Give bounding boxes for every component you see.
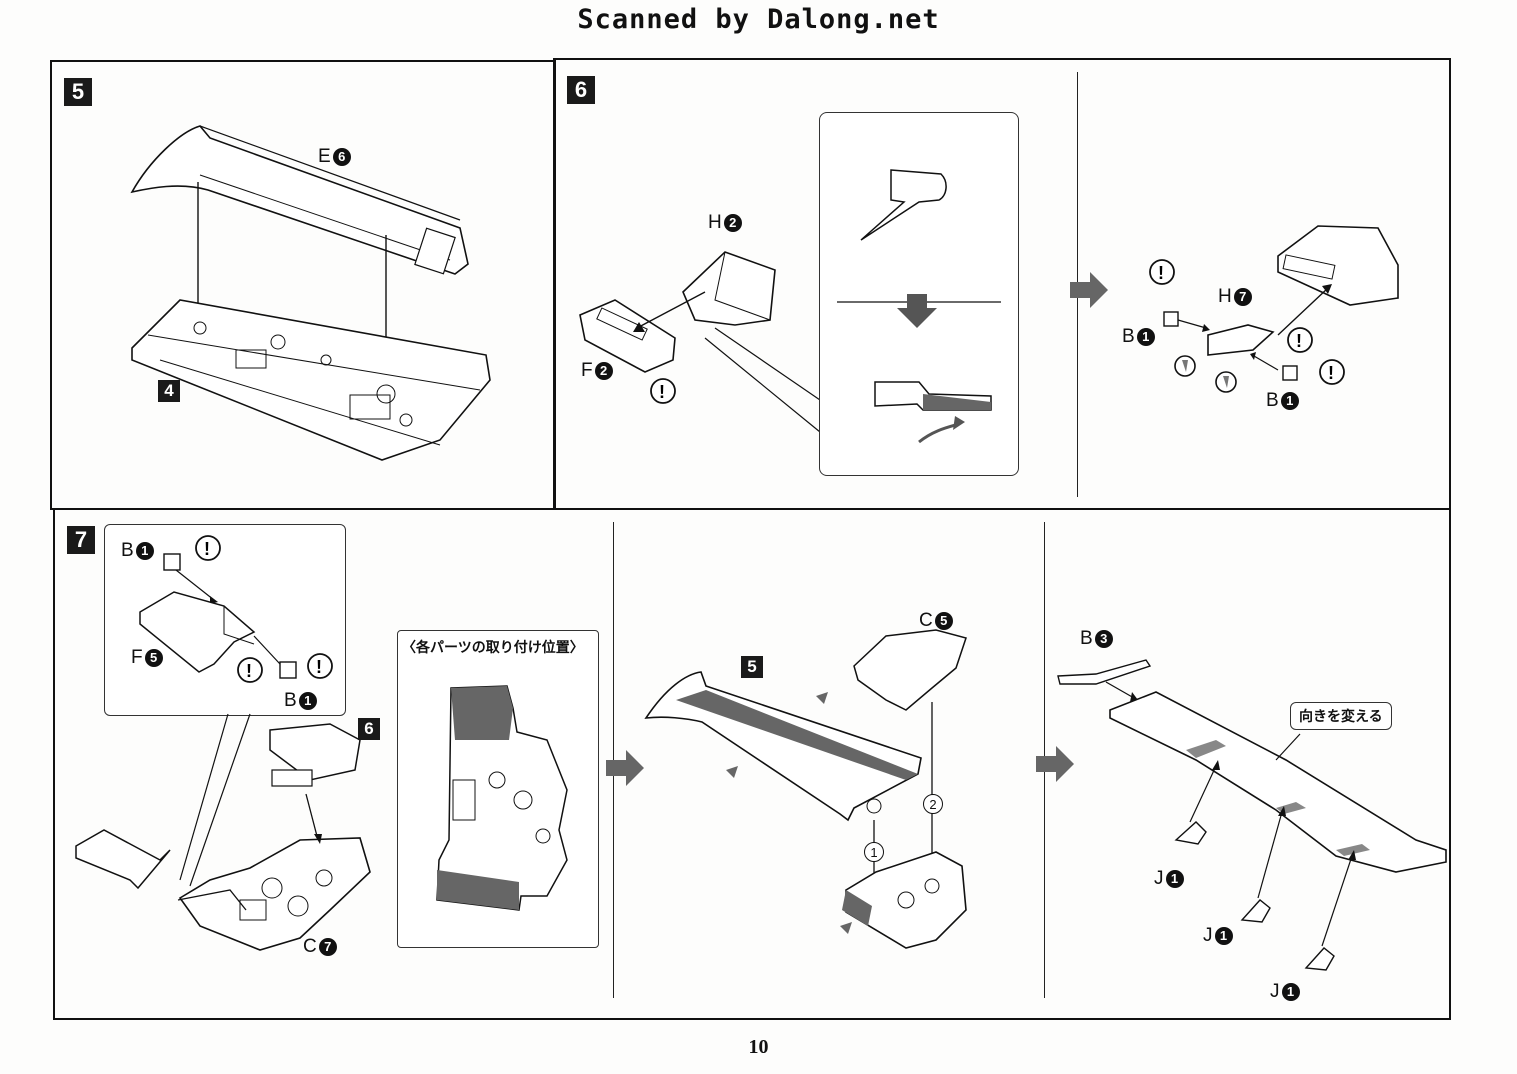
placement-callout-title: 〈各パーツの取り付け位置〉	[402, 639, 584, 655]
svg-text:!: !	[659, 382, 665, 402]
step-7-left-illustration	[75, 713, 371, 951]
step-5-number: 5	[64, 78, 92, 106]
step-6-left-illustration: !	[579, 251, 821, 433]
svg-text:!: !	[1328, 363, 1334, 383]
sequence-marker-1: 1	[864, 842, 884, 862]
step-7-right-illustration	[1036, 659, 1447, 971]
sub-assembly-6-tag: 6	[358, 718, 380, 740]
svg-text:!: !	[204, 539, 210, 559]
svg-text:!: !	[1296, 331, 1302, 351]
step-7-number: 7	[67, 526, 95, 554]
sequence-marker-2: 2	[923, 794, 943, 814]
placement-callout-illustration	[436, 685, 568, 911]
sub-assembly-5-tag: 5	[741, 656, 763, 678]
svg-text:!: !	[316, 657, 322, 677]
page-number: 10	[748, 1036, 769, 1058]
scan-credit: Scanned by Dalong.net	[577, 4, 940, 35]
step-7-panel	[53, 508, 1451, 1020]
step-6-number: 6	[567, 76, 595, 104]
step-6-right-illustration: ! ! !	[1070, 225, 1399, 393]
svg-text:!: !	[246, 661, 252, 681]
sub-assembly-4-tag: 4	[158, 380, 180, 402]
reorient-note: 向きを変える	[1290, 702, 1392, 730]
svg-text:!: !	[1158, 263, 1164, 283]
step-7-middle-illustration	[606, 629, 967, 949]
step-6-detail-illustration	[837, 169, 1001, 444]
step-5-illustration	[130, 125, 491, 461]
step-7-detail-illustration: ! ! !	[139, 535, 333, 683]
